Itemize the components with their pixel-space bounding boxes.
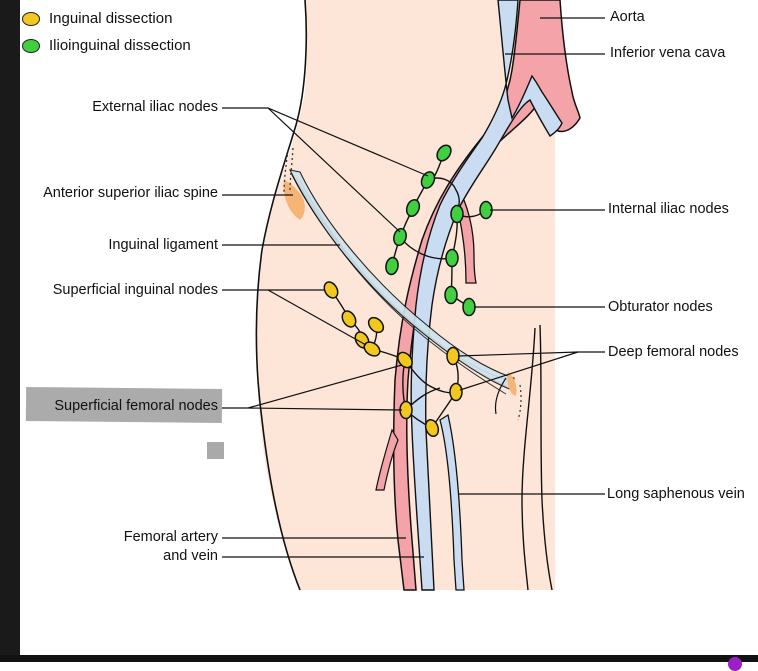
green-node [445,248,459,268]
green-node-icon [22,38,40,53]
green-node [462,297,476,317]
label-superficial-femoral[interactable]: Superficial femoral nodes [54,398,218,414]
leader-superficial-femoral [222,364,403,411]
asis-dotted [283,149,289,196]
yellow-node [397,351,413,369]
yellow-node-icon [22,11,40,26]
window-bottom-edge [0,655,758,662]
label-internal-iliac: Internal iliac nodes [608,201,729,217]
yellow-node [323,281,339,299]
leader-superficial-inguinal [222,289,367,346]
label-long-saphenous: Long saphenous vein [607,486,745,502]
green-node [405,199,421,217]
green-node [444,285,458,305]
legend-item-inguinal: Inguinal dissection [22,10,172,27]
pubic-curve [494,377,507,415]
label-obturator: Obturator nodes [608,299,713,315]
pubic-bone [507,372,517,396]
asis-bone [283,180,305,220]
yellow-node [341,310,357,328]
yellow-node [449,382,463,402]
legend-item-ilioinguinal: Ilioinguinal dissection [22,37,191,54]
legend-label: Ilioinguinal dissection [49,37,191,54]
yellow-node [367,316,385,334]
long-saphenous-vein [439,413,465,591]
window-left-edge [0,0,20,662]
leader-external-iliac [222,107,429,233]
label-deep-femoral: Deep femoral nodes [608,344,739,360]
green-node [420,171,436,189]
yellow-node [446,346,460,366]
thigh-inner-line-2 [521,327,536,591]
label-superficial-inguinal: Superficial inguinal nodes [52,282,218,298]
corner-indicator [728,657,742,671]
green-node [385,256,399,276]
femoral-branch [375,428,399,491]
legend-label: Inguinal dissection [49,10,173,27]
leader-deep-femoral [457,351,605,391]
label-ivc: Inferior vena cava [610,45,726,61]
yellow-node [424,419,440,437]
label-aorta: Aorta [610,9,645,25]
green-nodes [385,144,493,317]
leader-lines [222,17,605,558]
ivc-and-femoral-vein [410,0,563,591]
label-asis: Anterior superior iliac spine [43,185,218,201]
green-node [450,204,464,224]
leg-outline-left [255,0,308,591]
thigh-inner-line [539,324,553,591]
green-node [393,227,407,247]
asis-dotted-2 [289,147,294,193]
green-node [436,144,452,162]
ligament-ribbon [289,169,515,391]
label-femoral-artery: Femoral artery [123,529,218,545]
label-external-iliac: External iliac nodes [92,99,218,115]
label-femoral-vein: and vein [163,548,218,564]
aorta-and-femoral-artery [393,0,581,591]
cursor-marker [207,442,224,459]
label-inguinal-ligament: Inguinal ligament [108,237,218,253]
